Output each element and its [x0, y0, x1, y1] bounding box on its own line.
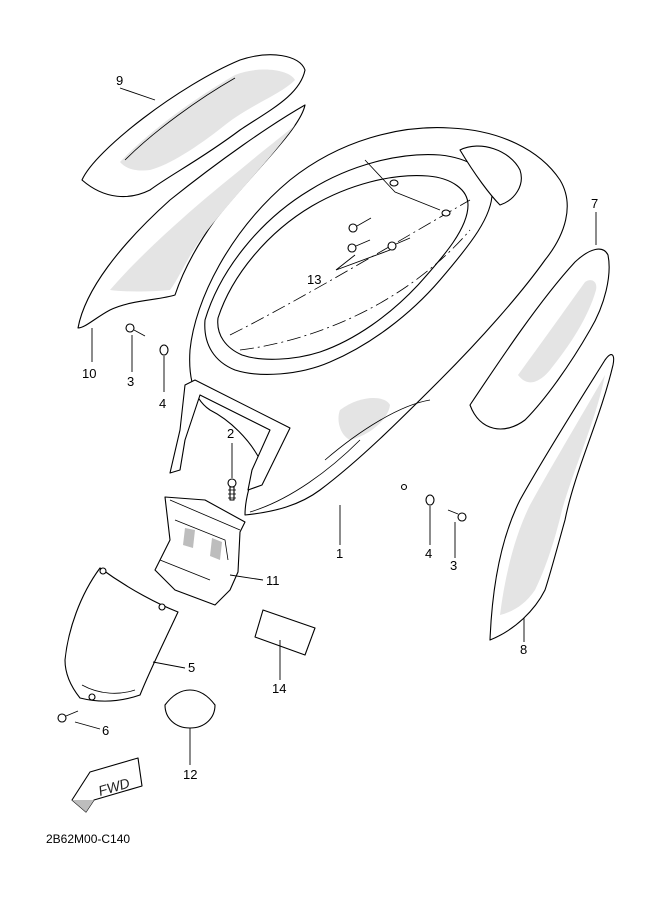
callout-11: 11	[266, 573, 280, 588]
part-5-lower-cover	[64, 567, 179, 702]
callout-2: 2	[227, 426, 234, 441]
callout-3-right: 3	[450, 558, 457, 573]
part-8-side-panel	[489, 354, 615, 641]
part-7-side-decal	[469, 248, 610, 430]
part-14-label	[254, 609, 316, 656]
part-10-side-panel	[77, 104, 306, 329]
washer-4-right	[425, 494, 435, 506]
part-11-inner-box	[154, 496, 246, 606]
callout-4-right: 4	[425, 546, 432, 561]
part-9-side-decal	[81, 54, 306, 198]
callout-4-left: 4	[159, 396, 166, 411]
callout-8: 8	[520, 642, 527, 657]
callouts: 9 10 3 4 2 13 1 4 3 7 8 11 5 14 6 12	[82, 73, 598, 782]
callout-14: 14	[272, 681, 286, 696]
callout-1: 1	[336, 546, 343, 561]
screws-13	[347, 217, 411, 253]
callout-6: 6	[102, 723, 109, 738]
callout-3-left: 3	[127, 374, 134, 389]
callout-9: 9	[116, 73, 123, 88]
callout-12: 12	[183, 767, 197, 782]
washer-4-left	[159, 344, 169, 356]
part-1-front-cover	[169, 127, 568, 516]
bolt-3-right	[447, 509, 467, 522]
screw-6	[57, 710, 79, 723]
drawing-code: 2B62M00-C140	[46, 832, 130, 846]
leader-lines	[74, 87, 597, 765]
callout-13: 13	[307, 272, 321, 287]
callout-7: 7	[591, 196, 598, 211]
fwd-arrow-icon: FWD	[71, 757, 143, 813]
part-12-emblem	[164, 689, 216, 729]
screw-2	[227, 478, 237, 501]
callout-10: 10	[82, 366, 96, 381]
bolt-3-left	[125, 323, 146, 337]
callout-5: 5	[188, 660, 195, 675]
